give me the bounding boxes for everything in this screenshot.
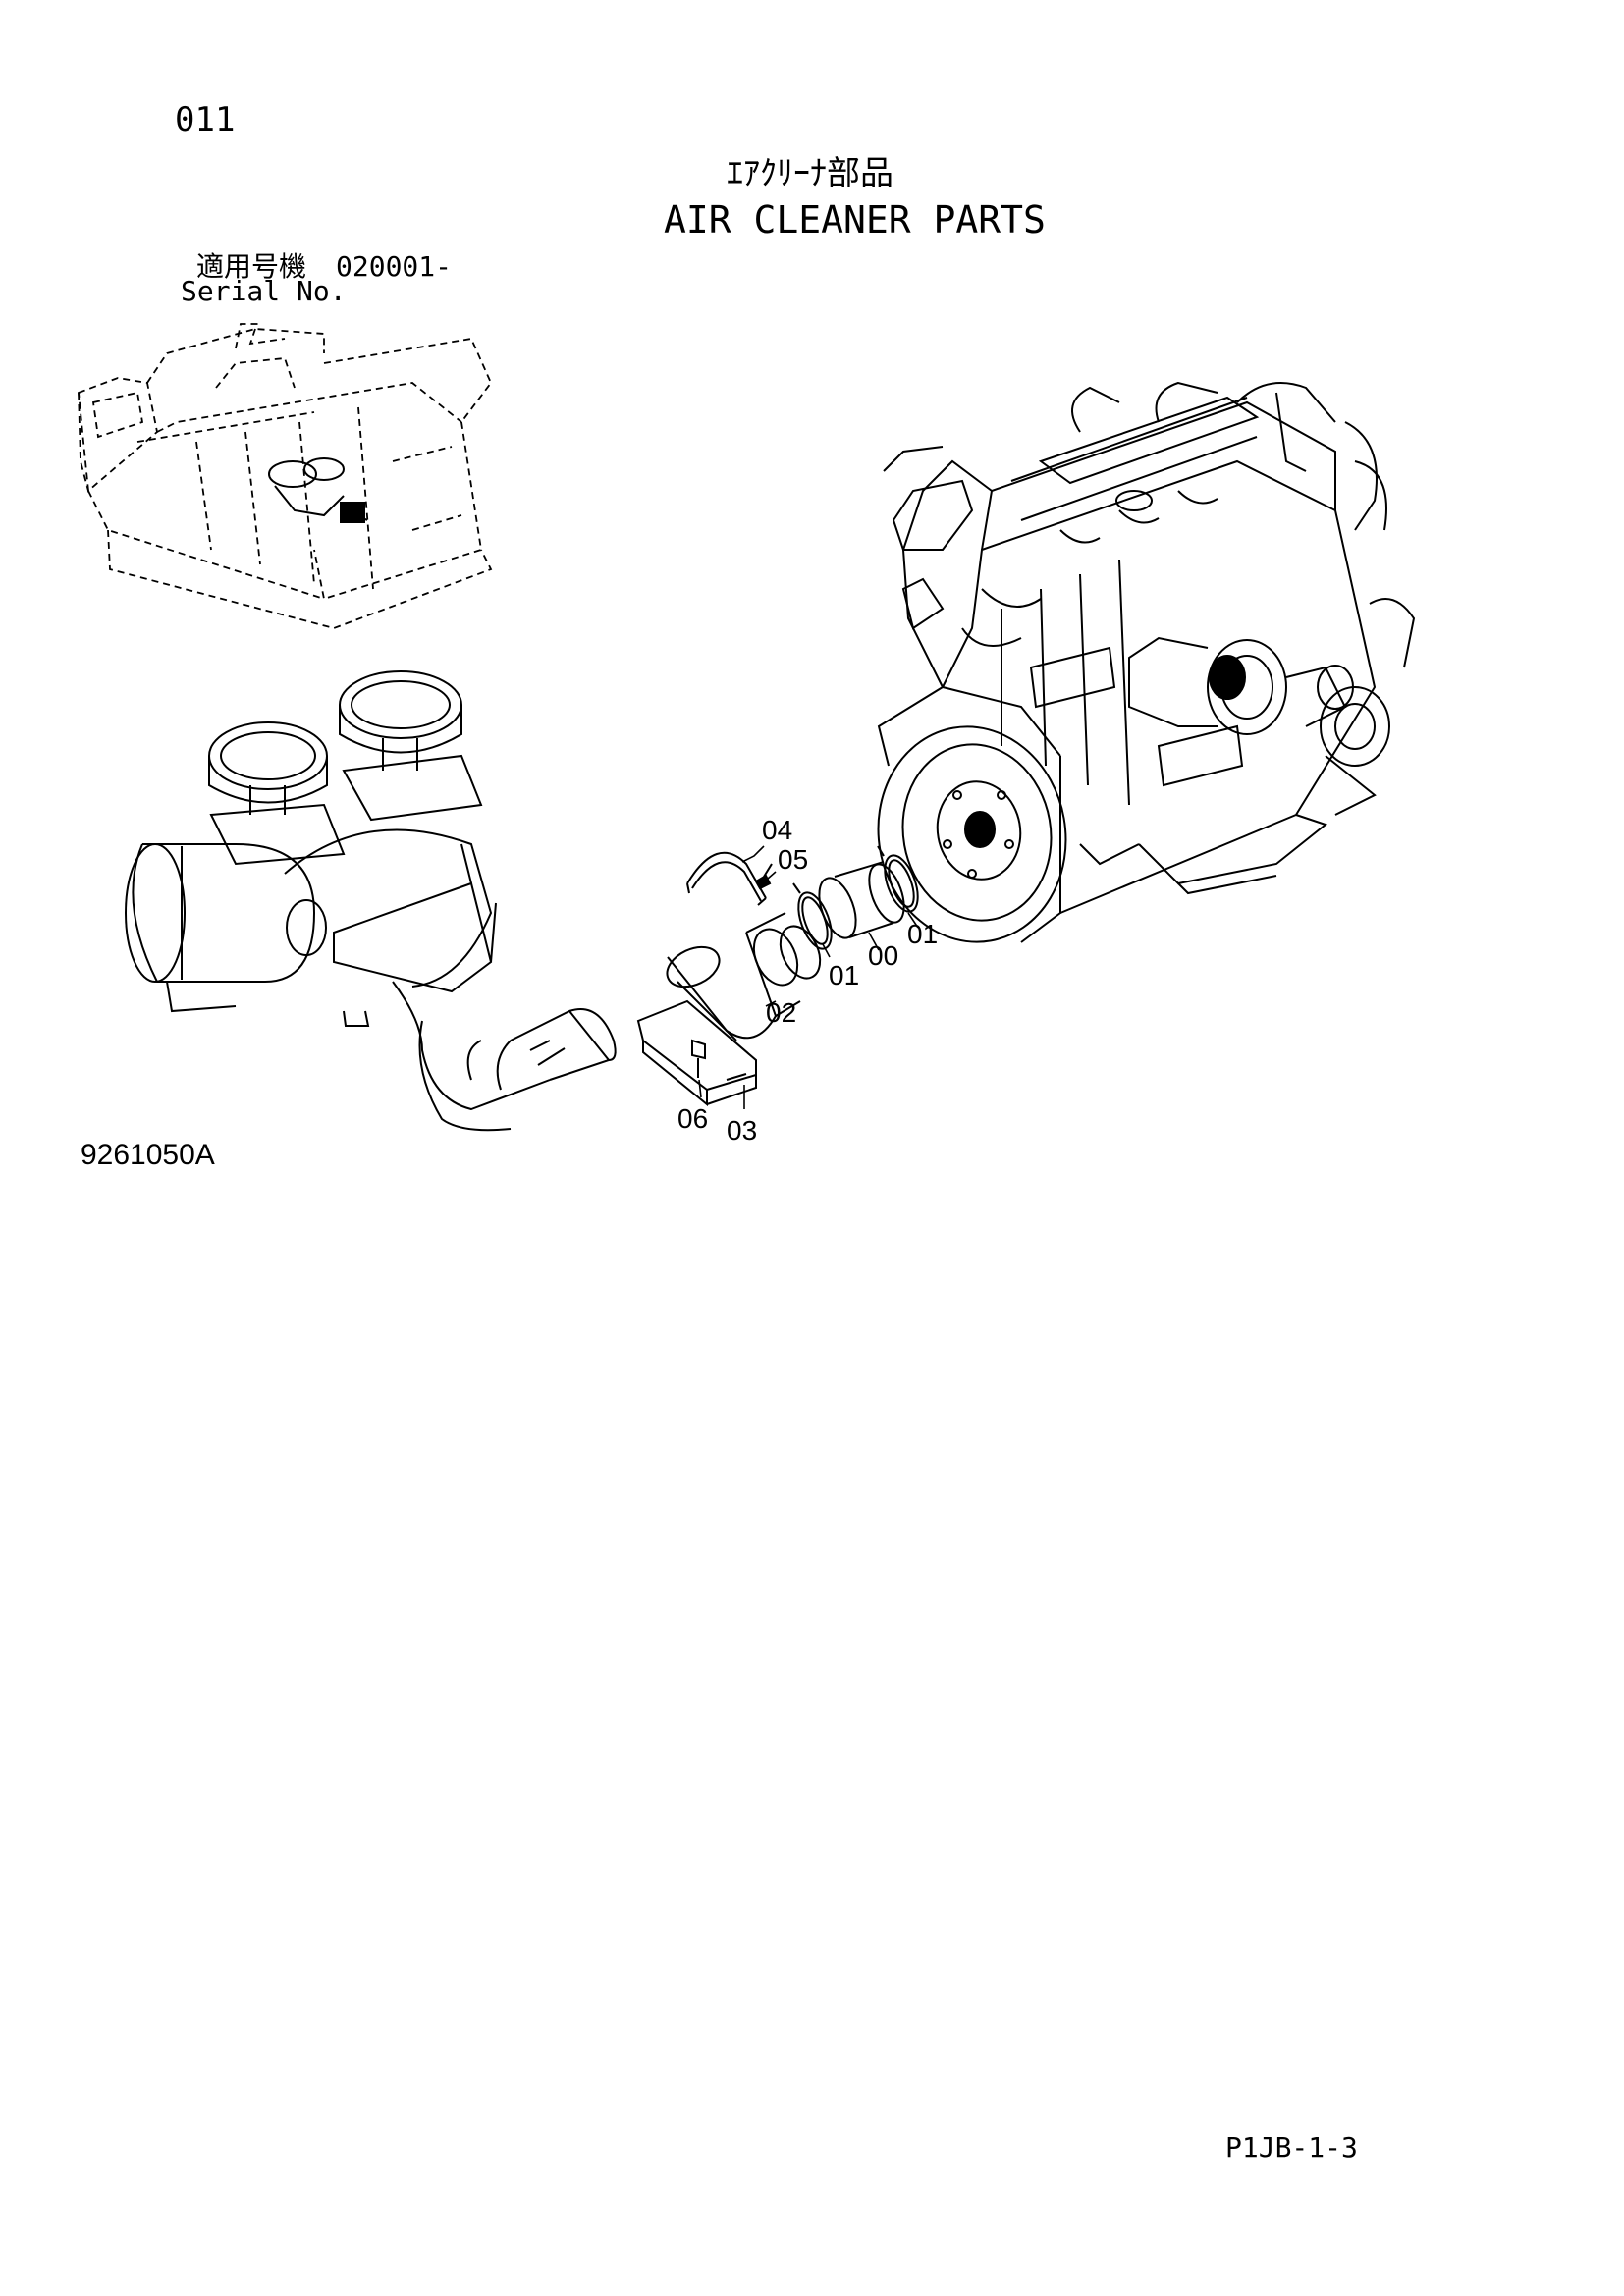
part-tube-02 [661, 913, 828, 1041]
serial-label-japanese: 適用号機 [196, 250, 307, 283]
drawing-id: 9261050A [81, 1139, 215, 1171]
highlighted-air-cleaner-location [269, 458, 367, 522]
callout-04: 04 [762, 815, 793, 845]
leader-00 [869, 933, 879, 950]
callout-05: 05 [778, 844, 809, 875]
page-title: AIR CLEANER PARTS [664, 198, 1046, 241]
leader-06 [699, 1080, 701, 1097]
part-bolt-06 [692, 1041, 705, 1078]
page-title-japanese: ｴｱｸﾘｰﾅ部品 [727, 154, 893, 193]
leader-02 [766, 1001, 776, 1006]
part-bolt-05 [756, 864, 772, 888]
page-number: 011 [175, 100, 236, 139]
part-band-04 [687, 853, 766, 905]
serial-label: Serial No. [181, 275, 347, 307]
leader-lines [699, 846, 918, 1109]
callout-02: 02 [766, 997, 797, 1028]
callout-00: 00 [868, 940, 899, 971]
machine-overview-illustration [79, 324, 491, 628]
callout-03: 03 [727, 1115, 758, 1146]
engine-illustration [861, 383, 1414, 957]
callout-01-right: 01 [907, 919, 939, 949]
footer-page-code: P1JB-1-3 [1225, 2131, 1358, 2163]
part-hose-00 [812, 860, 911, 943]
leader-01-left [823, 944, 830, 957]
air-cleaner-assembly [126, 671, 616, 1130]
leader-04 [742, 846, 764, 862]
serial-number: 020001- [336, 250, 453, 283]
callout-06: 06 [677, 1103, 709, 1134]
leader-05 [768, 872, 776, 879]
callout-01-left: 01 [829, 960, 860, 990]
part-bracket-03 [638, 1001, 756, 1104]
leader-01-right [908, 913, 918, 928]
